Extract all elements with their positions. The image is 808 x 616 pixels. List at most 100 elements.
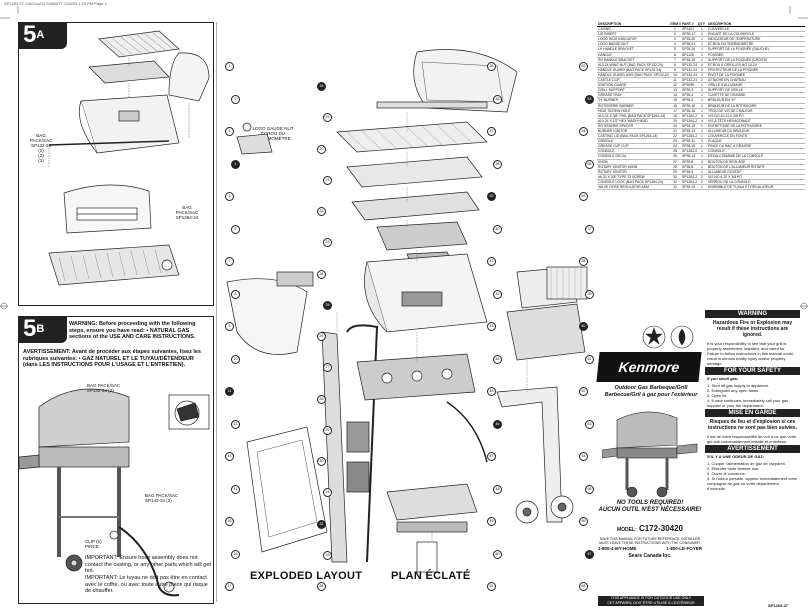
no-tools-en: NO TOOLS REQUIRED!: [616, 500, 684, 506]
part-description: LOGO HEAT INDICATOR: [597, 36, 669, 43]
no-tools: NO TOOLS REQUIRED! AUCUN OUTIL N'EST NÉC…: [598, 500, 702, 514]
parts-row: #6-32 X 3/8" TYPE 23 SCREW30SP1264-242VI…: [597, 174, 805, 180]
part-description: CONSOLE DECAL: [597, 153, 669, 160]
part-callout: 13: [225, 452, 234, 461]
mise-body: Il est de votre responsabilité de voir à…: [707, 434, 797, 444]
company-name: Sears Canada Inc.: [628, 552, 672, 559]
avert-list: 1. Couper l'alimentation de gaz de l'app…: [705, 460, 800, 492]
part-qty: 1: [697, 143, 707, 150]
avert-item: 1. Couper l'alimentation de gaz de l'app…: [707, 461, 786, 466]
part-qty: 1: [697, 169, 707, 175]
part-description-fr: PROTECTEUR DE LA POIGNÉE: [707, 67, 805, 73]
part-item: 16: [669, 103, 681, 109]
mise-big: Risques de feu et d'explosion si ces ins…: [707, 419, 798, 431]
part-callout: 38: [493, 159, 502, 169]
part-description-fr: COUVERCLE EN FONTE: [707, 133, 805, 140]
part-qty: 1: [697, 87, 707, 94]
part-number: SP1263-07: [681, 148, 697, 155]
part-item: 14: [669, 92, 681, 99]
part-description: GREASE CUP CLIP: [597, 143, 669, 150]
part-qty: 4: [697, 118, 707, 124]
important-fr: IMPORTANT: Le tuyau ne doit pas être en …: [85, 575, 208, 594]
part-callout: 5: [225, 192, 234, 201]
part-callout: 30: [317, 457, 326, 466]
part-description-fr: CUVETTE DE GRAISSE: [707, 92, 805, 99]
part-number: SP35-15: [681, 143, 697, 150]
warning-body: It is your responsibility to see that yo…: [707, 341, 793, 366]
bag-label-2: BAG PACK/SAC SP1264-24: [175, 205, 199, 220]
section-number: 5: [23, 21, 37, 48]
section-letter: B: [36, 323, 45, 335]
part-description: #6-32 X 3/8" TYPE 23 SCREW: [597, 174, 669, 180]
part-callout: 29: [323, 425, 332, 435]
part-callout: 36: [493, 94, 502, 104]
part-item: 13: [669, 87, 681, 94]
part-callout: 25: [323, 300, 332, 310]
part-callout: 6: [231, 224, 240, 234]
warning-title: WARNING: [705, 310, 800, 318]
part-item: 2: [669, 31, 681, 38]
part-qty: 1: [697, 82, 707, 89]
part-number: SP35-13: [681, 128, 697, 135]
part-callout: 35: [487, 62, 496, 71]
safety-item: 4. If odor continues, immediately call y…: [707, 398, 789, 408]
part-description: CASTING LID (BAG PACK SP1264-24): [597, 133, 669, 140]
product-title-en: Outdoor Gas Barbeque/Grill: [614, 385, 688, 391]
part-callout: 60: [579, 322, 588, 331]
part-callout: 4: [231, 159, 240, 169]
footer-en: THIS APPLIANCE IS FOR OUTDOOR USE ONLY: [610, 596, 692, 600]
part-number: SP132-24: [681, 72, 697, 79]
warning-en: WARNING: Before proceeding with the foll…: [69, 321, 196, 340]
avert-lead: S'IL Y A UNE ODEUR DE GAZ:: [707, 454, 765, 459]
part-item: 18: [669, 113, 681, 119]
part-callout: 64: [579, 452, 588, 461]
part-description: GRIDDLE: [597, 138, 669, 145]
warning-fr: AVERTISSEMENT: Avant de procéder aux éta…: [23, 349, 201, 368]
part-description: ROTISSERIE SPACER: [597, 123, 669, 129]
part-qty: 4: [697, 62, 707, 68]
part-item: 5: [669, 46, 681, 53]
part-callout: 23: [323, 238, 332, 248]
part-callout: 21: [323, 175, 332, 185]
safety-title: FOR YOUR SAFETY: [705, 367, 800, 375]
phone-fr: 1-800-LE-FOYER: [666, 546, 702, 552]
part-number: SP1264-24: [681, 133, 697, 140]
part-description: #10-24 X 1/2" HEX WASH HEAD: [597, 118, 669, 124]
part-description: GREASE TRAY: [597, 92, 669, 99]
part-item: 20: [669, 123, 681, 129]
part-description: LOGO BADGE NUT: [597, 41, 669, 48]
warning-big: Hazardous Fire or Explosion may result i…: [712, 320, 793, 338]
part-item: 29: [669, 169, 681, 175]
title-fr: PLAN ÉCLATÉ: [391, 570, 471, 582]
part-callout: 3: [225, 127, 234, 136]
part-qty: 1: [697, 164, 707, 170]
part-description: "H" BURNER: [597, 97, 669, 104]
part-number: SP35-19: [681, 57, 697, 63]
part-qty: 3: [697, 159, 707, 165]
part-item: 23: [669, 138, 681, 145]
part-description: CASING: [597, 26, 669, 33]
exploded-diagram: [226, 49, 588, 573]
clip-label: CLIP (1) PINCE: [85, 539, 102, 549]
part-qty: 1: [697, 108, 707, 114]
part-description-fr: VIS À TÊTE HEXAGONALE: [707, 118, 805, 124]
part-description: LH HANDLE BRACKET: [597, 46, 669, 53]
part-number: SP1264-24: [681, 174, 697, 180]
part-qty: 1: [697, 36, 707, 43]
part-callout: 37: [487, 127, 496, 136]
part-callout: 62: [579, 387, 588, 396]
part-item: 28: [669, 164, 681, 170]
part-number: SP35-16: [681, 103, 697, 109]
part-description-fr: DÉCALCOMANIE DE LA CONSOLE: [707, 153, 805, 160]
part-callout: 42: [493, 289, 502, 299]
part-number: SP35-5: [681, 97, 697, 104]
part-number: SP35-15: [681, 123, 697, 129]
